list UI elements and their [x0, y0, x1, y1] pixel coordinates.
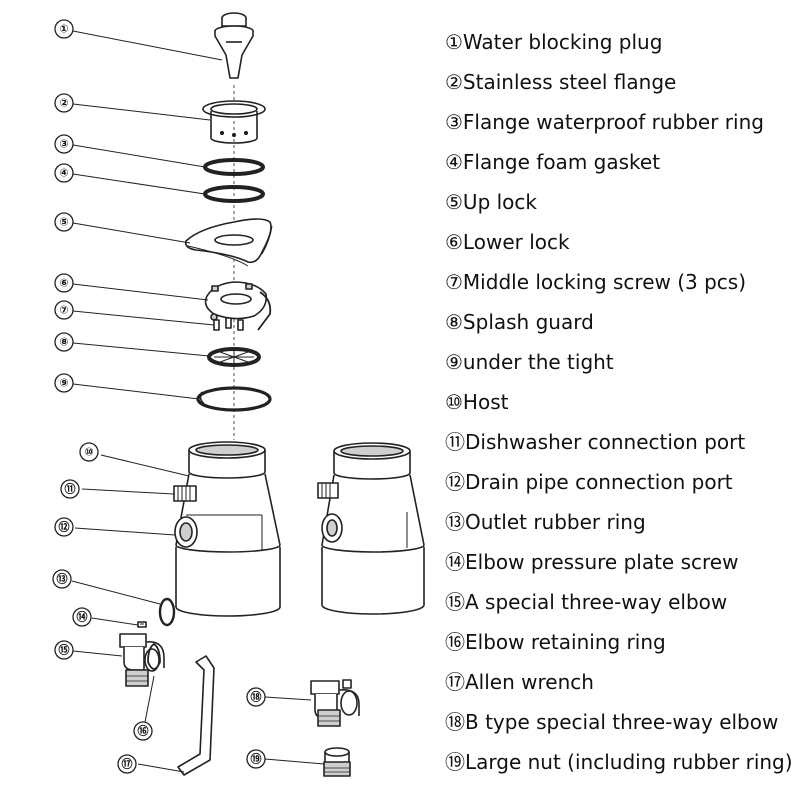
legend-item-9: ⑨under the tight	[445, 350, 614, 374]
callout-2: ②	[59, 97, 68, 110]
legend-item-18: ⑱B type special three-way elbow	[445, 710, 779, 734]
callout-12: ⑫	[59, 520, 70, 534]
callout-19: ⑲	[251, 752, 262, 766]
callout-9: ⑨	[59, 377, 68, 390]
legend-item-6: ⑥Lower lock	[445, 230, 570, 254]
legend-item-15: ⑮A special three-way elbow	[445, 590, 728, 614]
callout-8: ⑧	[59, 336, 68, 349]
part-allen-wrench	[177, 655, 215, 776]
callout-15: ⑮	[59, 643, 70, 657]
part-elbow-plate-screw	[137, 621, 147, 628]
legend-item-4: ④Flange foam gasket	[445, 150, 661, 174]
callout-7: ⑦	[59, 304, 68, 317]
legend-item-1: ①Water blocking plug	[445, 30, 663, 54]
callout-10: ⑩	[84, 446, 93, 459]
callout-14: ⑭	[77, 610, 88, 624]
part-lower-lock	[204, 281, 272, 331]
legend-item-17: ⑰Allen wrench	[445, 670, 594, 694]
callout-4: ④	[59, 167, 68, 180]
part-middle-locking-screws	[213, 317, 244, 331]
part-host-back-view	[317, 442, 425, 615]
legend-item-12: ⑫Drain pipe connection port	[445, 470, 733, 494]
legend-item-7: ⑦Middle locking screw (3 pcs)	[445, 270, 747, 294]
legend-item-10: ⑩Host	[445, 390, 509, 414]
part-three-way-elbow-b	[310, 679, 360, 727]
callout-circles	[52, 19, 266, 774]
part-dishwasher-port	[173, 485, 197, 502]
legend-item-3: ③Flange waterproof rubber ring	[445, 110, 764, 134]
part-drain-pipe-port	[174, 516, 198, 548]
legend-item-16: ⑯Elbow retaining ring	[445, 630, 666, 654]
callout-6: ⑥	[59, 277, 68, 290]
exploded-parts-diagram: ① ② ③ ④ ⑤ ⑥ ⑦ ⑧ ⑨ ⑩ ⑪ ⑫ ⑬ ⑭ ⑮ ⑯ ⑰ ⑱ ⑲	[52, 12, 425, 777]
part-water-blocking-plug	[214, 12, 254, 79]
part-stainless-steel-flange	[202, 100, 266, 144]
legend-item-11: ⑪Dishwasher connection port	[445, 430, 746, 454]
part-host-front	[175, 441, 281, 617]
parts-legend: ①Water blocking plug ②Stainless steel fl…	[445, 24, 800, 784]
legend-item-19: ⑲Large nut (including rubber ring)	[445, 750, 793, 774]
callout-11: ⑪	[65, 482, 76, 496]
legend-item-14: ⑭Elbow pressure plate screw	[445, 550, 739, 574]
part-three-way-elbow-a	[119, 633, 165, 687]
callout-16: ⑯	[138, 724, 149, 738]
callout-5: ⑤	[59, 216, 68, 229]
callout-1: ①	[59, 23, 68, 36]
part-up-lock	[184, 218, 273, 267]
legend-item-2: ②Stainless steel flange	[445, 70, 677, 94]
part-large-nut	[323, 747, 351, 777]
callout-17: ⑰	[122, 757, 133, 771]
legend-item-5: ⑤Up lock	[445, 190, 537, 214]
callout-13: ⑬	[57, 572, 68, 586]
part-splash-guard	[207, 347, 261, 367]
part-outlet-rubber-ring	[158, 597, 176, 627]
callout-3: ③	[59, 138, 68, 151]
legend-item-13: ⑬Outlet rubber ring	[445, 510, 646, 534]
part-elbow-retaining-ring	[147, 643, 161, 670]
legend-item-8: ⑧Splash guard	[445, 310, 594, 334]
leader-lines	[71, 30, 325, 773]
callout-18: ⑱	[251, 690, 262, 704]
